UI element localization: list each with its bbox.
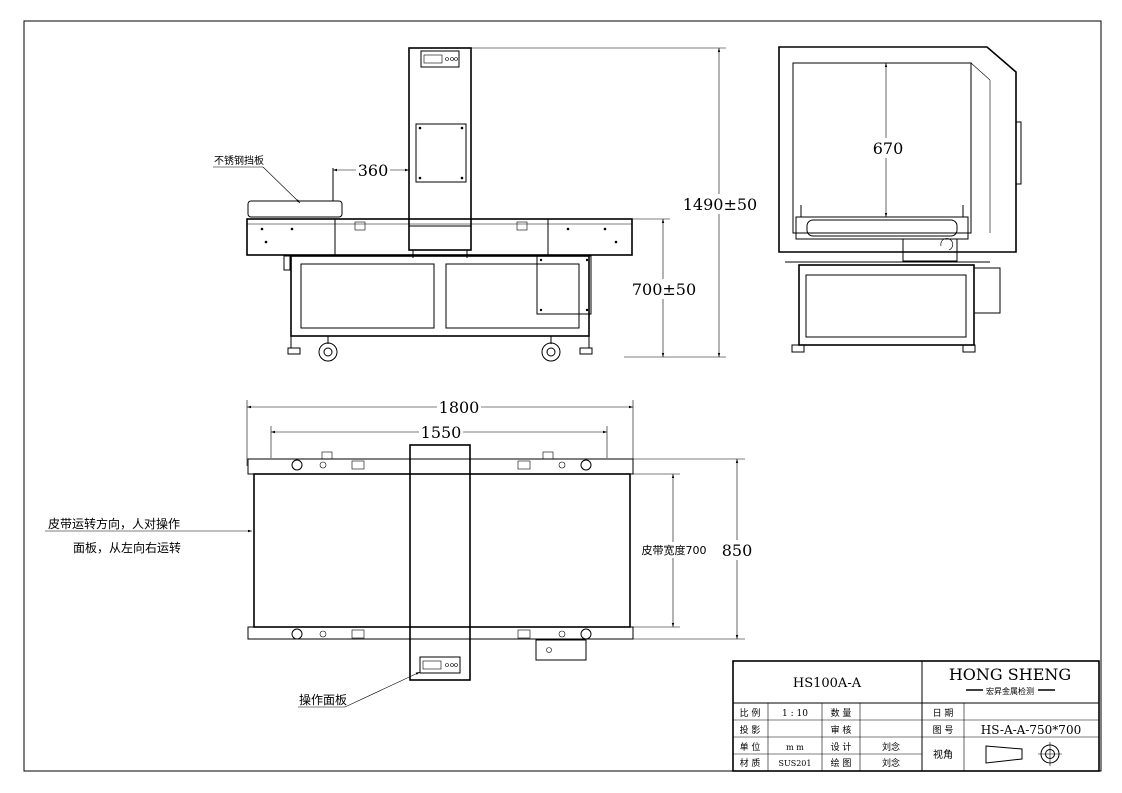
dim-700: 700±50 [632, 280, 696, 299]
callout-belt-direction-line2: 面板，从左向右运转 [73, 540, 181, 555]
callout-stainless-guard: 不锈钢挡板 [214, 154, 264, 167]
label-material: 材 质 [740, 757, 761, 769]
value-material: SUS201 [779, 759, 812, 768]
label-review: 审 核 [831, 724, 852, 736]
label-projection: 投 影 [740, 724, 761, 736]
label-design: 设 计 [831, 741, 852, 753]
dim-belt-width: 皮带宽度700 [642, 543, 707, 557]
dim-670: 670 [873, 139, 904, 158]
title-block: HS100A-A HONG SHENG 宏昇金属检测 比 例 1 : 10 数 … [732, 660, 1100, 772]
title-model: HS100A-A [793, 676, 862, 691]
value-drawing-no: HS-A-A-750*700 [981, 723, 1081, 737]
dim-850: 850 [722, 541, 753, 560]
callout-belt-direction-line1: 皮带运转方向，人对操作 [48, 516, 180, 531]
label-draw: 绘 图 [831, 757, 852, 769]
label-scale: 比 例 [740, 707, 761, 719]
top-view: 1800 1550 皮带宽度700 [45, 397, 755, 708]
title-company-sub: 宏昇金属检测 [986, 686, 1034, 696]
dim-1800: 1800 [439, 398, 480, 417]
title-company-name: HONG SHENG [949, 665, 1071, 684]
projection-symbol-circle [1038, 742, 1062, 766]
side-view: 670 [778, 46, 1022, 353]
label-drawing-no: 图 号 [933, 725, 954, 736]
label-date: 日 期 [933, 708, 954, 719]
drawing-border [23, 20, 1102, 772]
projection-symbol-cone [985, 745, 1023, 764]
dim-360: 360 [358, 161, 389, 180]
label-unit: 单 位 [740, 741, 761, 753]
label-view: 视角 [933, 748, 953, 761]
dim-1490: 1490±50 [683, 195, 757, 214]
dim-1550: 1550 [421, 423, 462, 442]
value-designer: 刘念 [882, 741, 900, 753]
front-view: 360 1490±50 700±50 不锈钢挡板 [213, 47, 761, 362]
value-unit: m m [786, 743, 804, 752]
callout-operation-panel: 操作面板 [299, 692, 347, 707]
label-quantity: 数 量 [831, 707, 852, 719]
value-scale: 1 : 10 [782, 709, 808, 719]
value-drafter: 刘念 [882, 757, 900, 769]
